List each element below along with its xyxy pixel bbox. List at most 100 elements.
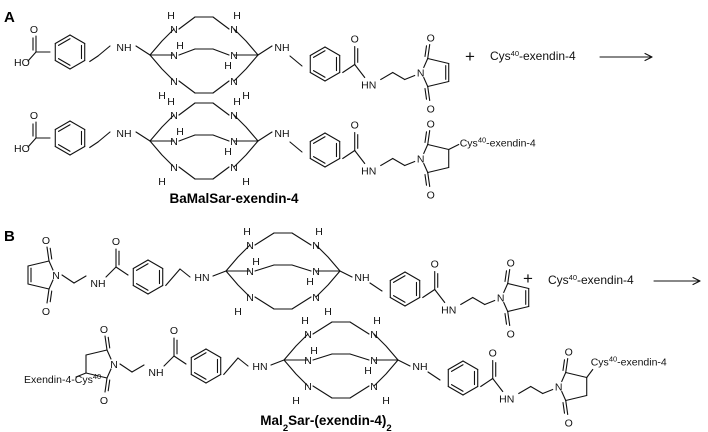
- bond: [254, 232, 275, 246]
- bond: [46, 246, 50, 262]
- bond: [392, 157, 406, 167]
- product-b-title: Mal2Sar-(exendin-4)2: [260, 413, 391, 432]
- bond: [427, 166, 450, 174]
- bond: [492, 377, 504, 393]
- bond-path: [644, 52, 653, 62]
- bond: [106, 368, 112, 379]
- cage-hydrogen: H: [373, 315, 381, 327]
- cage-nitrogen: N: [170, 50, 178, 62]
- bond: [132, 284, 149, 295]
- bond: [472, 296, 486, 306]
- exendin-suffix: -exendin-4: [486, 138, 536, 150]
- bond: [460, 296, 474, 306]
- amine-nh: NH: [274, 128, 289, 140]
- bond: [427, 371, 441, 381]
- bond: [312, 353, 333, 361]
- amine-nh: NH: [412, 361, 427, 373]
- bond: [507, 305, 530, 313]
- bond: [57, 38, 71, 46]
- bond: [69, 120, 86, 131]
- bond: [107, 336, 111, 349]
- cys-exendin-reagent: Cys40-exendin-4: [548, 273, 634, 288]
- bond: [61, 274, 75, 284]
- product-a-title: BaMalSar-exendin-4: [169, 191, 299, 206]
- bond: [309, 132, 326, 143]
- cage-nitrogen: N: [312, 266, 320, 278]
- cage-nitrogen: N: [312, 240, 320, 252]
- bond: [447, 360, 464, 371]
- bond: [312, 156, 326, 164]
- bond: [69, 145, 86, 156]
- bond: [404, 160, 416, 167]
- bond: [427, 85, 431, 102]
- imide-nitrogen: N: [417, 68, 425, 80]
- bond: [504, 270, 508, 282]
- bond: [27, 51, 37, 62]
- amide-oxygen: O: [351, 120, 359, 132]
- cage-hydrogen: H: [234, 306, 242, 318]
- bond: [132, 259, 149, 270]
- bond: [404, 296, 421, 307]
- bond: [69, 59, 86, 70]
- bond: [339, 270, 353, 278]
- cage-nitrogen: N: [304, 355, 312, 367]
- bond: [49, 247, 53, 260]
- bond: [27, 260, 50, 267]
- bond: [104, 335, 108, 351]
- bond: [69, 34, 86, 45]
- bond: [309, 46, 326, 57]
- cage-nitrogen: N: [370, 329, 378, 341]
- amide-nh: NH: [148, 367, 163, 379]
- bond: [212, 166, 230, 180]
- bond-path: [225, 270, 251, 298]
- amine-nh: HN: [194, 272, 209, 284]
- bond: [178, 166, 196, 180]
- amide-oxygen: O: [489, 348, 497, 360]
- bond: [163, 355, 175, 367]
- bond: [48, 260, 54, 271]
- bond: [427, 43, 431, 60]
- bond: [424, 131, 428, 143]
- plus-sign: +: [523, 269, 533, 288]
- bond-path: [283, 333, 309, 361]
- bond: [289, 141, 303, 153]
- bond: [205, 348, 222, 359]
- cage-hydrogen: H: [176, 40, 184, 52]
- amide-nh: HN: [441, 305, 456, 317]
- cage-hydrogen: H: [252, 256, 260, 268]
- bond: [404, 271, 421, 282]
- bond: [450, 384, 464, 392]
- imide-oxygen: O: [42, 306, 50, 318]
- bond: [354, 149, 366, 165]
- bond: [349, 385, 370, 399]
- bond: [507, 282, 530, 290]
- bond: [312, 136, 326, 144]
- cage-hydrogen: H: [224, 60, 232, 72]
- bond: [542, 388, 554, 395]
- plus-sign: +: [465, 47, 475, 66]
- acid-hydroxyl: HO: [14, 143, 30, 155]
- bond: [380, 157, 394, 167]
- panel-label-b: B: [4, 228, 15, 245]
- bond: [561, 390, 567, 402]
- bond: [54, 120, 71, 131]
- bond: [254, 296, 275, 310]
- bond: [507, 310, 511, 327]
- cage-nitrogen: N: [230, 110, 238, 122]
- cage-hydrogen: H: [167, 10, 175, 22]
- bond: [119, 363, 133, 373]
- bond: [503, 282, 509, 294]
- bond: [75, 372, 87, 378]
- bond: [97, 45, 111, 57]
- bond: [389, 271, 406, 282]
- cage-nitrogen: N: [170, 136, 178, 148]
- bond: [309, 71, 326, 82]
- amide-nh: HN: [361, 166, 376, 178]
- cage-nitrogen: N: [170, 110, 178, 122]
- imide-nitrogen: N: [417, 154, 425, 166]
- bond-path: [692, 276, 701, 286]
- cage-nitrogen: N: [170, 162, 178, 174]
- bond: [349, 321, 370, 335]
- bond: [57, 124, 71, 132]
